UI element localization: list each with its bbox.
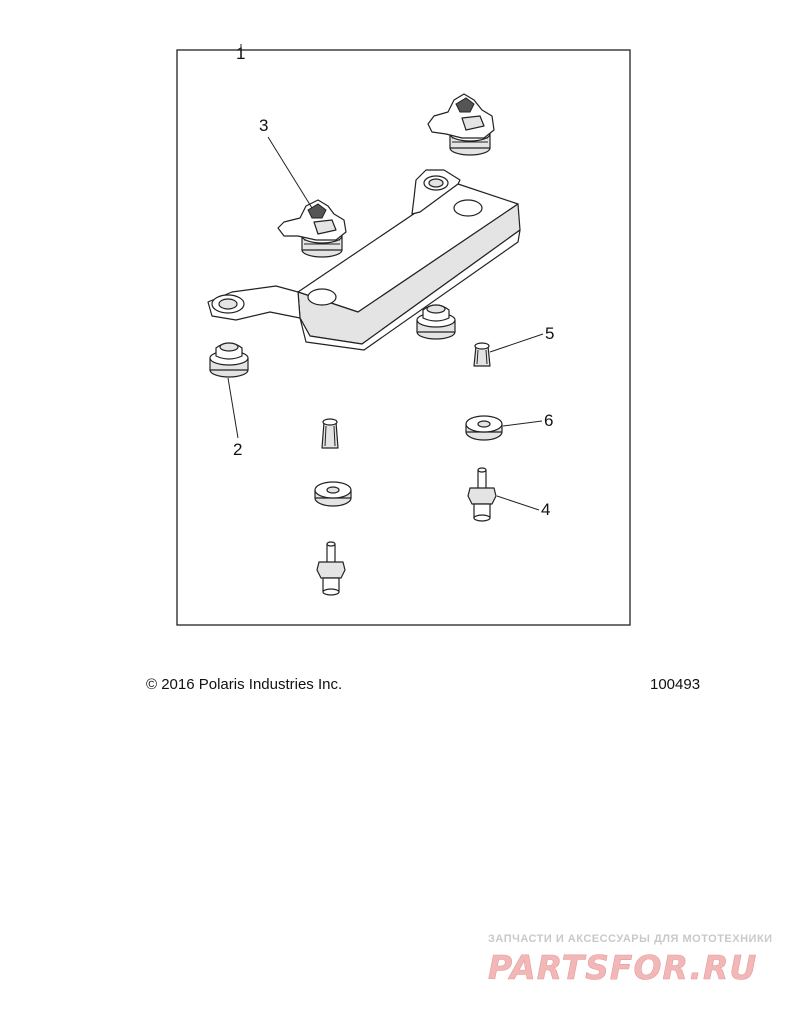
callout-4[interactable]: 4 (541, 500, 550, 519)
washer-left[interactable] (314, 481, 352, 507)
watermark-logo: PARTSFOR.RU (488, 948, 757, 987)
callout-5[interactable]: 5 (545, 324, 554, 343)
grommet-right[interactable] (416, 304, 456, 340)
stud-left[interactable] (316, 541, 346, 596)
stud-right[interactable] (467, 467, 497, 522)
svg-text:PARTSFOR.RU: PARTSFOR.RU (488, 948, 757, 987)
assembly-frame (176, 49, 631, 626)
grommet-left[interactable] (209, 342, 249, 378)
callout-3[interactable]: 3 (259, 116, 268, 135)
watermark: ЗАПЧАСТИ И АКСЕССУАРЫ ДЛЯ МОТОТЕХНИКИ PA… (488, 933, 788, 987)
parts-diagram: 1 (176, 44, 631, 626)
cap-assembly-right[interactable] (427, 93, 495, 156)
well-nut-left[interactable] (321, 418, 339, 449)
callout-1[interactable]: 1 (236, 44, 245, 63)
callout-6[interactable]: 6 (544, 411, 553, 430)
copyright-text: © 2016 Polaris Industries Inc. (146, 676, 343, 693)
washer-right[interactable] (465, 415, 503, 441)
diagram-number: 100493 (650, 676, 701, 693)
callout-2[interactable]: 2 (233, 440, 242, 459)
watermark-tagline: ЗАПЧАСТИ И АКСЕССУАРЫ ДЛЯ МОТОТЕХНИКИ (488, 933, 773, 945)
well-nut-right[interactable] (473, 342, 491, 367)
mounting-bracket[interactable] (207, 169, 521, 351)
cap-assembly-left[interactable] (277, 199, 347, 258)
